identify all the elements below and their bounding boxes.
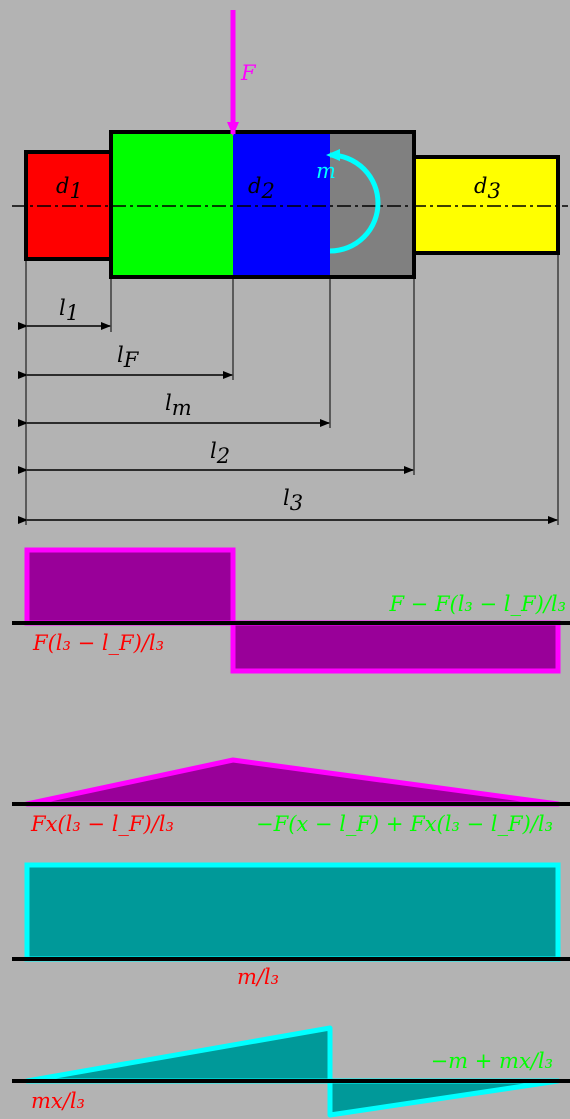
moment-bending-left-label: mx/l₃ xyxy=(31,1089,85,1113)
shaft-section-3 xyxy=(412,155,560,255)
shaft-section-2-left xyxy=(111,132,233,277)
shaft-section-2-right xyxy=(330,132,414,277)
moment-bending-right-label: −m + mx/l₃ xyxy=(431,1049,553,1073)
force-shear-left-label: F(l₃ − l_F)/l₃ xyxy=(32,631,164,655)
force-shear-positive xyxy=(24,547,236,626)
moment-shear-area xyxy=(24,862,561,962)
moment-arrow xyxy=(326,149,381,254)
applied-moment: m xyxy=(316,149,381,254)
force-shear-negative xyxy=(230,620,561,674)
dim-label-l1: l1 xyxy=(59,296,79,325)
dim-label-l3: l3 xyxy=(283,486,303,515)
force-bending-left-label: Fx(l₃ − l_F)/l₃ xyxy=(30,812,174,836)
force-shear-diagram: F(l₃ − l_F)/l₃ F − F(l₃ − l_F)/l₃ xyxy=(12,547,570,674)
diameter-label-d3: d3 xyxy=(474,174,501,203)
moment-label: m xyxy=(316,159,336,183)
moment-bending-positive xyxy=(24,1025,333,1084)
force-bending-area xyxy=(24,757,561,807)
shaft: d1 d2 d3 xyxy=(12,130,568,279)
dimension-labels: l1 lF lm l2 l3 xyxy=(59,296,303,515)
moment-shear-diagram: m/l₃ xyxy=(12,862,570,989)
dim-label-lm: lm xyxy=(165,391,192,420)
moment-bending-negative xyxy=(327,1078,561,1118)
dimensions xyxy=(18,253,559,525)
force-label: F xyxy=(240,61,257,85)
force-bending-diagram: Fx(l₃ − l_F)/l₃ −F(x − l_F) + Fx(l₃ − l_… xyxy=(12,757,570,836)
diameter-label-d2: d2 xyxy=(248,174,275,203)
moment-shear-label: m/l₃ xyxy=(237,965,279,989)
force-shear-right-label: F − F(l₃ − l_F)/l₃ xyxy=(388,592,566,616)
dim-label-lF: lF xyxy=(117,343,140,372)
shaft-section-2-middle xyxy=(233,132,330,277)
moment-bending-diagram: mx/l₃ −m + mx/l₃ xyxy=(12,1025,570,1118)
diameter-label-d1: d1 xyxy=(56,174,83,203)
force-bending-right-label: −F(x − l_F) + Fx(l₃ − l_F)/l₃ xyxy=(256,812,553,836)
dim-label-l2: l2 xyxy=(210,439,230,468)
applied-force: F xyxy=(227,10,257,136)
